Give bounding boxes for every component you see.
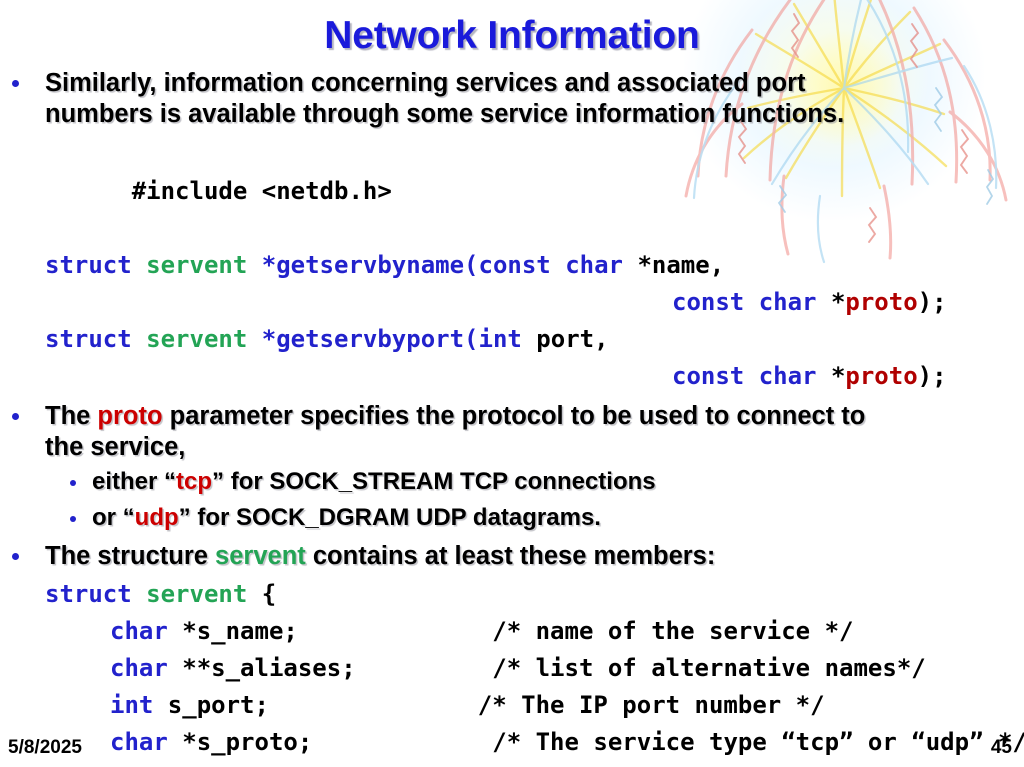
member-decl: *s_name; [182,617,298,645]
proto-keyword: proto [97,402,163,430]
function-getservbyname: *getservbyname( [261,251,479,279]
bullet-line-2: numbers is available through some servic… [45,100,845,128]
bullet-item-structure-members: The structure servent contains at least … [0,541,1024,572]
bullet-item-services-intro-line2: numbers is available through some servic… [0,99,1024,130]
pointer-star: * [830,362,846,390]
member-decl: **s_aliases; [182,654,356,682]
udp-keyword: udp [134,504,179,531]
bullet-dot-icon [70,480,76,486]
bullet-dot-icon [70,516,76,522]
include-text: #include <netdb.h> [131,177,392,205]
code-line-getservbyport: struct servent *getservbyport(int port, [0,321,1024,358]
member-comment: /* The service type “tcp” or “udp” */ [492,728,1024,756]
bullet-dot-icon [12,553,19,560]
keyword-struct: struct [45,580,147,608]
member-comment: /* list of alternative names*/ [492,654,926,682]
code-line-getservbyport-cont: const char *proto); [0,358,1024,395]
code-line-struct-close: }; [0,761,1024,767]
member-type: char [110,654,183,682]
type-servent: servent [146,251,262,279]
footer-page-number: 45 [990,737,1012,758]
close-paren-semicolon: ); [917,288,947,316]
keyword-const-char: const char [672,288,831,316]
type-servent: servent [146,325,262,353]
code-line-struct-open: struct servent { [0,576,1024,613]
slide-body: Similarly, information concerning servic… [0,68,1024,767]
param-proto: proto [845,362,918,390]
tcp-keyword: tcp [176,468,213,495]
type-servent: servent [146,580,262,608]
structure-suffix: contains at least these members: [305,542,716,570]
code-line-member-s-name: char *s_name; /* name of the service */ [0,613,1024,650]
code-line-member-s-aliases: char **s_aliases; /* list of alternative … [0,650,1024,687]
function-getservbyport: *getservbyport( [261,325,479,353]
keyword-struct: struct [45,325,147,353]
bullet-dot-icon [12,80,19,87]
keyword-struct: struct [45,251,147,279]
param-name: *name, [637,251,725,279]
member-comment: /* The IP port number */ [477,691,825,719]
code-line-include: #include <netdb.h> [0,136,1024,247]
page-title: Network Information [324,14,700,57]
structure-servent: servent [215,542,306,570]
footer-date: 5/8/2025 [8,737,82,758]
member-type: char [110,728,183,756]
open-brace: { [261,580,277,608]
bullet-item-services-intro: Similarly, information concerning servic… [0,68,1024,99]
param-port: port, [536,325,609,353]
sub-bullet-item-tcp: either “tcp” for SOCK_STREAM TCP connect… [0,467,1024,497]
tcp-suffix: ” for SOCK_STREAM TCP connections [212,468,656,495]
keyword-const-char: const char [478,251,638,279]
proto-prefix: The [45,402,98,430]
sub-bullet-item-udp: or “udp” for SOCK_DGRAM UDP datagrams. [0,503,1024,533]
pointer-star: * [830,288,846,316]
member-decl: s_port; [167,691,269,719]
keyword-const-char: const char [672,362,831,390]
member-comment: /* name of the service */ [492,617,854,645]
param-proto: proto [845,288,918,316]
bullet-dot-icon [12,413,19,420]
member-decl: *s_proto; [182,728,313,756]
keyword-int: int [478,325,537,353]
close-paren-semicolon: ); [917,362,947,390]
member-type: char [110,617,183,645]
tcp-prefix: either “ [92,468,177,495]
udp-suffix: ” for SOCK_DGRAM UDP datagrams. [178,504,601,531]
bullet-line-1: Similarly, information concerning servic… [45,69,806,97]
code-line-member-s-proto: char *s_proto; /* The service type “tcp” … [0,724,1024,761]
member-type: int [110,691,168,719]
udp-prefix: or “ [92,504,135,531]
bullet-item-proto-param-line2: the service, [0,432,1024,463]
code-line-getservbyname-cont: const char *proto); [0,284,1024,321]
bullet-item-proto-param: The proto parameter specifies the protoc… [0,401,1024,432]
proto-suffix: parameter specifies the protocol to be u… [162,402,866,430]
code-line-member-s-port: int s_port; /* The IP port number */ [0,687,1024,724]
code-line-getservbyname: struct servent *getservbyname(const char… [0,247,1024,284]
close-brace-semicolon: }; [45,765,74,767]
proto-line-2: the service, [45,433,186,461]
structure-prefix: The structure [45,542,216,570]
